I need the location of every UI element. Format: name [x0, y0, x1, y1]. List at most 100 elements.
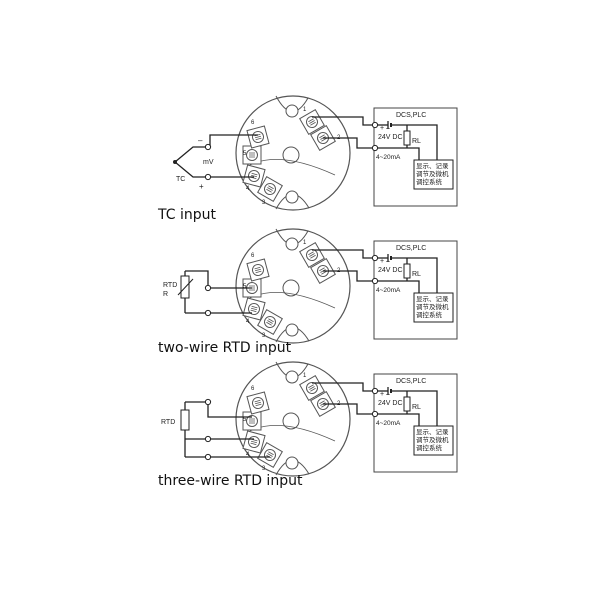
screw-terminal [242, 297, 266, 321]
wire [391, 124, 438, 160]
screw-terminal [246, 391, 270, 415]
terminal-number: 6 [251, 120, 255, 126]
screw-terminal [242, 430, 266, 454]
wire [209, 134, 258, 147]
rtd-resistor [180, 409, 190, 431]
terminal-number: 5 [243, 151, 247, 157]
bottom-mount-hole [285, 456, 299, 470]
display-line: 调控系统 [416, 310, 443, 319]
display-line: 显示、记录 [416, 295, 449, 303]
dcs-title: DCS,PLC [396, 245, 426, 252]
screw-terminal [257, 309, 283, 335]
output-wire-minus [323, 403, 375, 415]
terminal-node [204, 398, 212, 406]
display-control-box [413, 425, 454, 456]
terminal-number: 5 [243, 284, 247, 290]
diagram-title: three-wire RTD input [158, 473, 303, 489]
terminal-number: 3 [262, 333, 266, 339]
terminal-node [371, 277, 379, 285]
signal-label: 4~20mA [376, 420, 401, 427]
dcs-title: DCS,PLC [396, 112, 426, 119]
screw-slot [266, 185, 274, 193]
wire [391, 257, 438, 293]
center-hole [282, 279, 300, 297]
display-line: 调节及微机 [416, 435, 449, 444]
terminal-number: 4 [246, 319, 250, 325]
thermocouple-junction [173, 160, 177, 164]
wire [185, 401, 252, 418]
wire [375, 413, 420, 426]
rl-label: RL [412, 138, 421, 145]
dcs-title: DCS,PLC [396, 378, 426, 385]
output-wire-minus [323, 270, 375, 282]
screw-terminal [242, 145, 262, 165]
terminal-node [204, 453, 212, 461]
display-line: 显示、记录 [416, 162, 449, 170]
screw-terminal [257, 442, 283, 468]
signal-label: 4~20mA [376, 287, 401, 294]
supply-label: 24V DC [378, 267, 403, 274]
wire [391, 390, 438, 426]
screw-slot [254, 266, 262, 274]
bottom-mount-hole [285, 190, 299, 204]
wire [174, 161, 206, 178]
display-line: 调控系统 [416, 443, 443, 452]
supply-polarity: + – [380, 258, 390, 265]
output-wire-plus [312, 382, 375, 392]
terminal-number: 3 [262, 466, 266, 472]
output-wire-minus [323, 137, 375, 149]
center-hole [282, 412, 300, 430]
screw-slot [308, 384, 316, 392]
diagram-title: two-wire RTD input [158, 340, 292, 356]
screw-slot [266, 318, 274, 326]
screw-slot [308, 118, 316, 126]
terminal-node [204, 435, 212, 443]
display-line: 调节及微机 [416, 302, 449, 311]
terminal-node [204, 309, 212, 317]
rl-label: RL [412, 404, 421, 411]
supply-label: 24V DC [378, 400, 403, 407]
screw-slot [249, 418, 255, 424]
rtd-label: RTD [161, 419, 175, 426]
terminal-node [371, 387, 379, 395]
terminal-node [371, 410, 379, 418]
wire [375, 280, 420, 293]
display-line: 显示、记录 [416, 428, 449, 436]
mv-label: mV [203, 159, 214, 166]
terminal-number: 4 [246, 452, 250, 458]
rtd-label: RTD [163, 282, 177, 289]
supply-polarity: + – [380, 391, 390, 398]
terminal-node [371, 254, 379, 262]
terminal-node [371, 121, 379, 129]
terminal-node [204, 284, 212, 292]
display-control-box [413, 159, 454, 190]
top-mount-hole [285, 104, 299, 118]
screw-terminal [242, 164, 266, 188]
terminal-number: 3 [262, 200, 266, 206]
terminal-node [204, 173, 212, 181]
supply-label: 24V DC [378, 134, 403, 141]
output-wire-plus [312, 116, 375, 126]
rl-resistor [403, 263, 411, 279]
display-line: 调控系统 [416, 177, 443, 186]
terminal-number: 6 [251, 386, 255, 392]
screw-slot [254, 399, 262, 407]
signal-label: 4~20mA [376, 154, 401, 161]
screw-terminal [246, 258, 270, 282]
minus-label: – [198, 136, 203, 145]
screw-terminal [246, 125, 270, 149]
plus-label: + [199, 182, 204, 191]
terminal-number: 1 [303, 107, 307, 113]
terminal-number: 5 [243, 417, 247, 423]
rl-label: RL [412, 271, 421, 278]
terminal-number: 1 [303, 373, 307, 379]
diagram-title: TC input [157, 207, 216, 223]
